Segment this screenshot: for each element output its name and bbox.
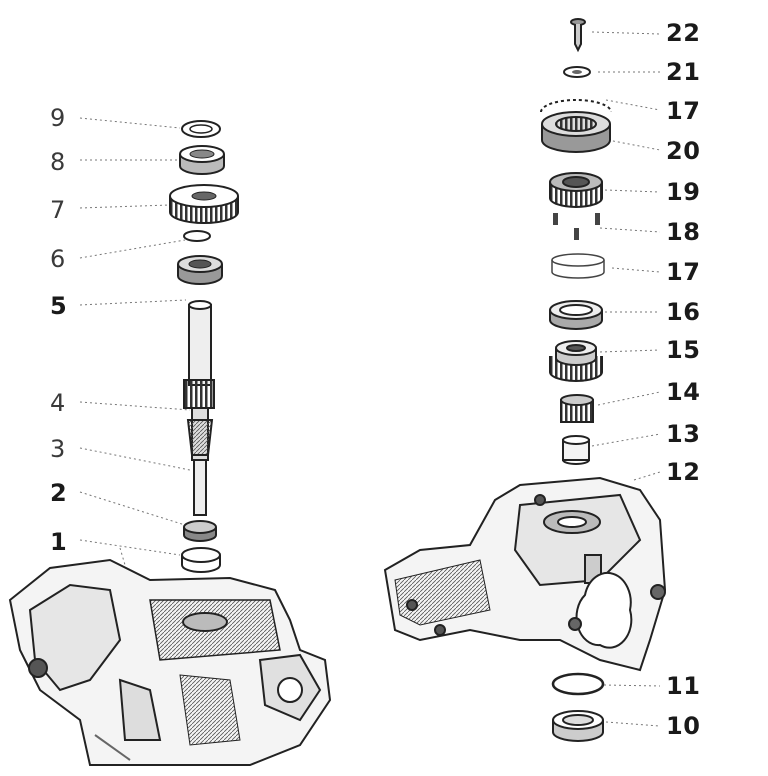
part-8-bearing	[179, 145, 225, 175]
left-leader-lines	[79, 117, 191, 576]
part-12-housing	[383, 476, 667, 672]
left-housing	[8, 558, 332, 766]
callout-18: 18	[666, 218, 701, 246]
part-17-20-synchro	[540, 99, 612, 153]
callout-13: 13	[666, 420, 701, 448]
callout-15: 15	[666, 336, 701, 364]
callout-3: 3	[50, 435, 66, 463]
callout-20: 20	[666, 137, 701, 165]
callout-8: 8	[50, 148, 66, 176]
part-16-ring	[549, 300, 603, 330]
callout-17b: 17	[666, 258, 701, 286]
callout-10: 10	[666, 712, 701, 740]
part-11-oring	[551, 672, 605, 696]
part-13-bushing	[562, 435, 590, 465]
right-leader-lines	[591, 31, 661, 727]
part-7-gear	[169, 184, 239, 224]
part-1-seal	[181, 547, 221, 573]
callout-22: 22	[666, 19, 701, 47]
part-10-seal	[552, 710, 604, 742]
part-19-sleeve	[549, 172, 603, 208]
callout-16: 16	[666, 298, 701, 326]
callout-5: 5	[50, 292, 68, 320]
part-17-sleeve	[551, 253, 605, 279]
callout-12: 12	[666, 458, 701, 486]
part-6-spacer-bearing	[177, 230, 223, 285]
part-9-washer	[181, 120, 221, 138]
part-18-keys	[553, 213, 600, 240]
callout-4: 4	[50, 389, 66, 417]
callout-9: 9	[50, 104, 66, 132]
part-5-4-shaft	[183, 300, 215, 516]
callout-14: 14	[666, 378, 701, 406]
callout-6: 6	[50, 245, 66, 273]
part-14-needle-bearing	[560, 394, 594, 423]
part-22-screw	[570, 18, 586, 53]
callout-19: 19	[666, 178, 701, 206]
part-15-gear	[549, 340, 603, 382]
callout-7: 7	[50, 196, 66, 224]
callout-21: 21	[666, 58, 701, 86]
callout-11: 11	[666, 672, 701, 700]
part-2-bearing	[183, 520, 217, 542]
callout-1: 1	[50, 528, 68, 556]
callout-2: 2	[50, 479, 68, 507]
callout-17a: 17	[666, 97, 701, 125]
part-21-washer	[563, 66, 591, 78]
